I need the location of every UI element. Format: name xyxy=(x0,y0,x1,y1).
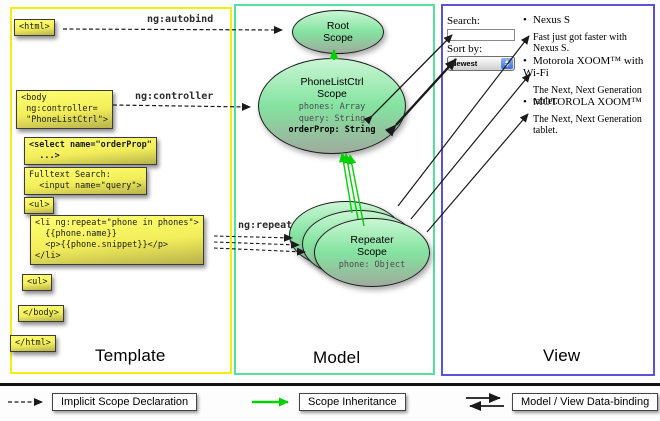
ng-repeat-label: ng:repeat xyxy=(238,220,293,231)
template-column-label: Template xyxy=(95,346,166,365)
phone-name: Nexus S xyxy=(533,14,570,26)
code-box-ul-close: <ul> xyxy=(22,274,53,292)
bullet-icon: • xyxy=(523,96,527,108)
repeater-scope-title: Repeater Scope xyxy=(350,233,394,258)
root-scope-ellipse: Root Scope xyxy=(292,10,384,54)
legend-separator xyxy=(0,383,660,386)
ng-controller-label: ng:controller xyxy=(135,91,214,102)
sort-dropdown[interactable]: Newest xyxy=(447,56,515,71)
sort-by-label: Sort by: xyxy=(447,43,483,55)
sort-dropdown-value: Newest xyxy=(451,59,478,68)
legend-implicit-scope-declaration: Implicit Scope Declaration xyxy=(52,393,198,411)
search-label: Search: xyxy=(447,15,480,27)
bullet-icon: • xyxy=(523,55,527,67)
phone-name: MOTOROLA XOOM™ xyxy=(533,96,642,108)
prop-query: query: String xyxy=(298,113,366,124)
prop-phone: phone: Object xyxy=(338,260,406,271)
code-box-fulltext-search: Fulltext Search: <input name="query"> xyxy=(24,167,147,196)
code-box-select: <select name="orderProp" ...> xyxy=(24,137,157,166)
code-box-body-close: </body> xyxy=(18,305,64,323)
dropdown-stepper-icon xyxy=(501,58,513,69)
phonelistctrl-scope-ellipse: PhoneListCtrl Scope phones: Array query:… xyxy=(258,58,406,154)
code-box-body-open: <body ng:controller= "PhoneListCtrl"> xyxy=(16,90,113,130)
code-box-li-repeat: <li ng:repeat="phone in phones"> {{phone… xyxy=(30,215,204,266)
legend-scope-inheritance: Scope Inheritance xyxy=(299,393,406,411)
phone-list-item: • MOTOROLA XOOM™ The Next, Next Generatio… xyxy=(523,96,649,136)
code-box-ul-open: <ul> xyxy=(24,197,55,215)
root-scope-title: Root Scope xyxy=(323,19,353,44)
bullet-icon: • xyxy=(523,14,527,26)
phone-snippet: Fast just got faster with Nexus S. xyxy=(533,32,627,55)
repeater-scope-ellipse-front: Repeater Scope phone: Object xyxy=(314,218,430,287)
phone-list-item: • Nexus S Fast just got faster with Nexus… xyxy=(523,14,649,54)
phone-snippet: The Next, Next Generation tablet. xyxy=(533,114,642,137)
phone-name: Motorola XOOM™ with Wi-Fi xyxy=(523,55,644,80)
phone-snippet: The Next, Next Generation tablet. xyxy=(533,85,642,108)
prop-phones: phones: Array xyxy=(298,102,366,113)
legend-model-view-databinding: Model / View Data-binding xyxy=(512,393,659,411)
code-box-html-open: <html> xyxy=(14,19,55,37)
search-input[interactable] xyxy=(447,29,515,41)
code-box-html-close: </html> xyxy=(10,335,56,353)
prop-orderprop: orderProp: String xyxy=(288,124,376,135)
phonelistctrl-scope-title: PhoneListCtrl Scope xyxy=(300,76,364,101)
view-column-label: View xyxy=(543,346,581,365)
model-column-label: Model xyxy=(313,348,361,367)
ng-autobind-label: ng:autobind xyxy=(147,14,214,25)
